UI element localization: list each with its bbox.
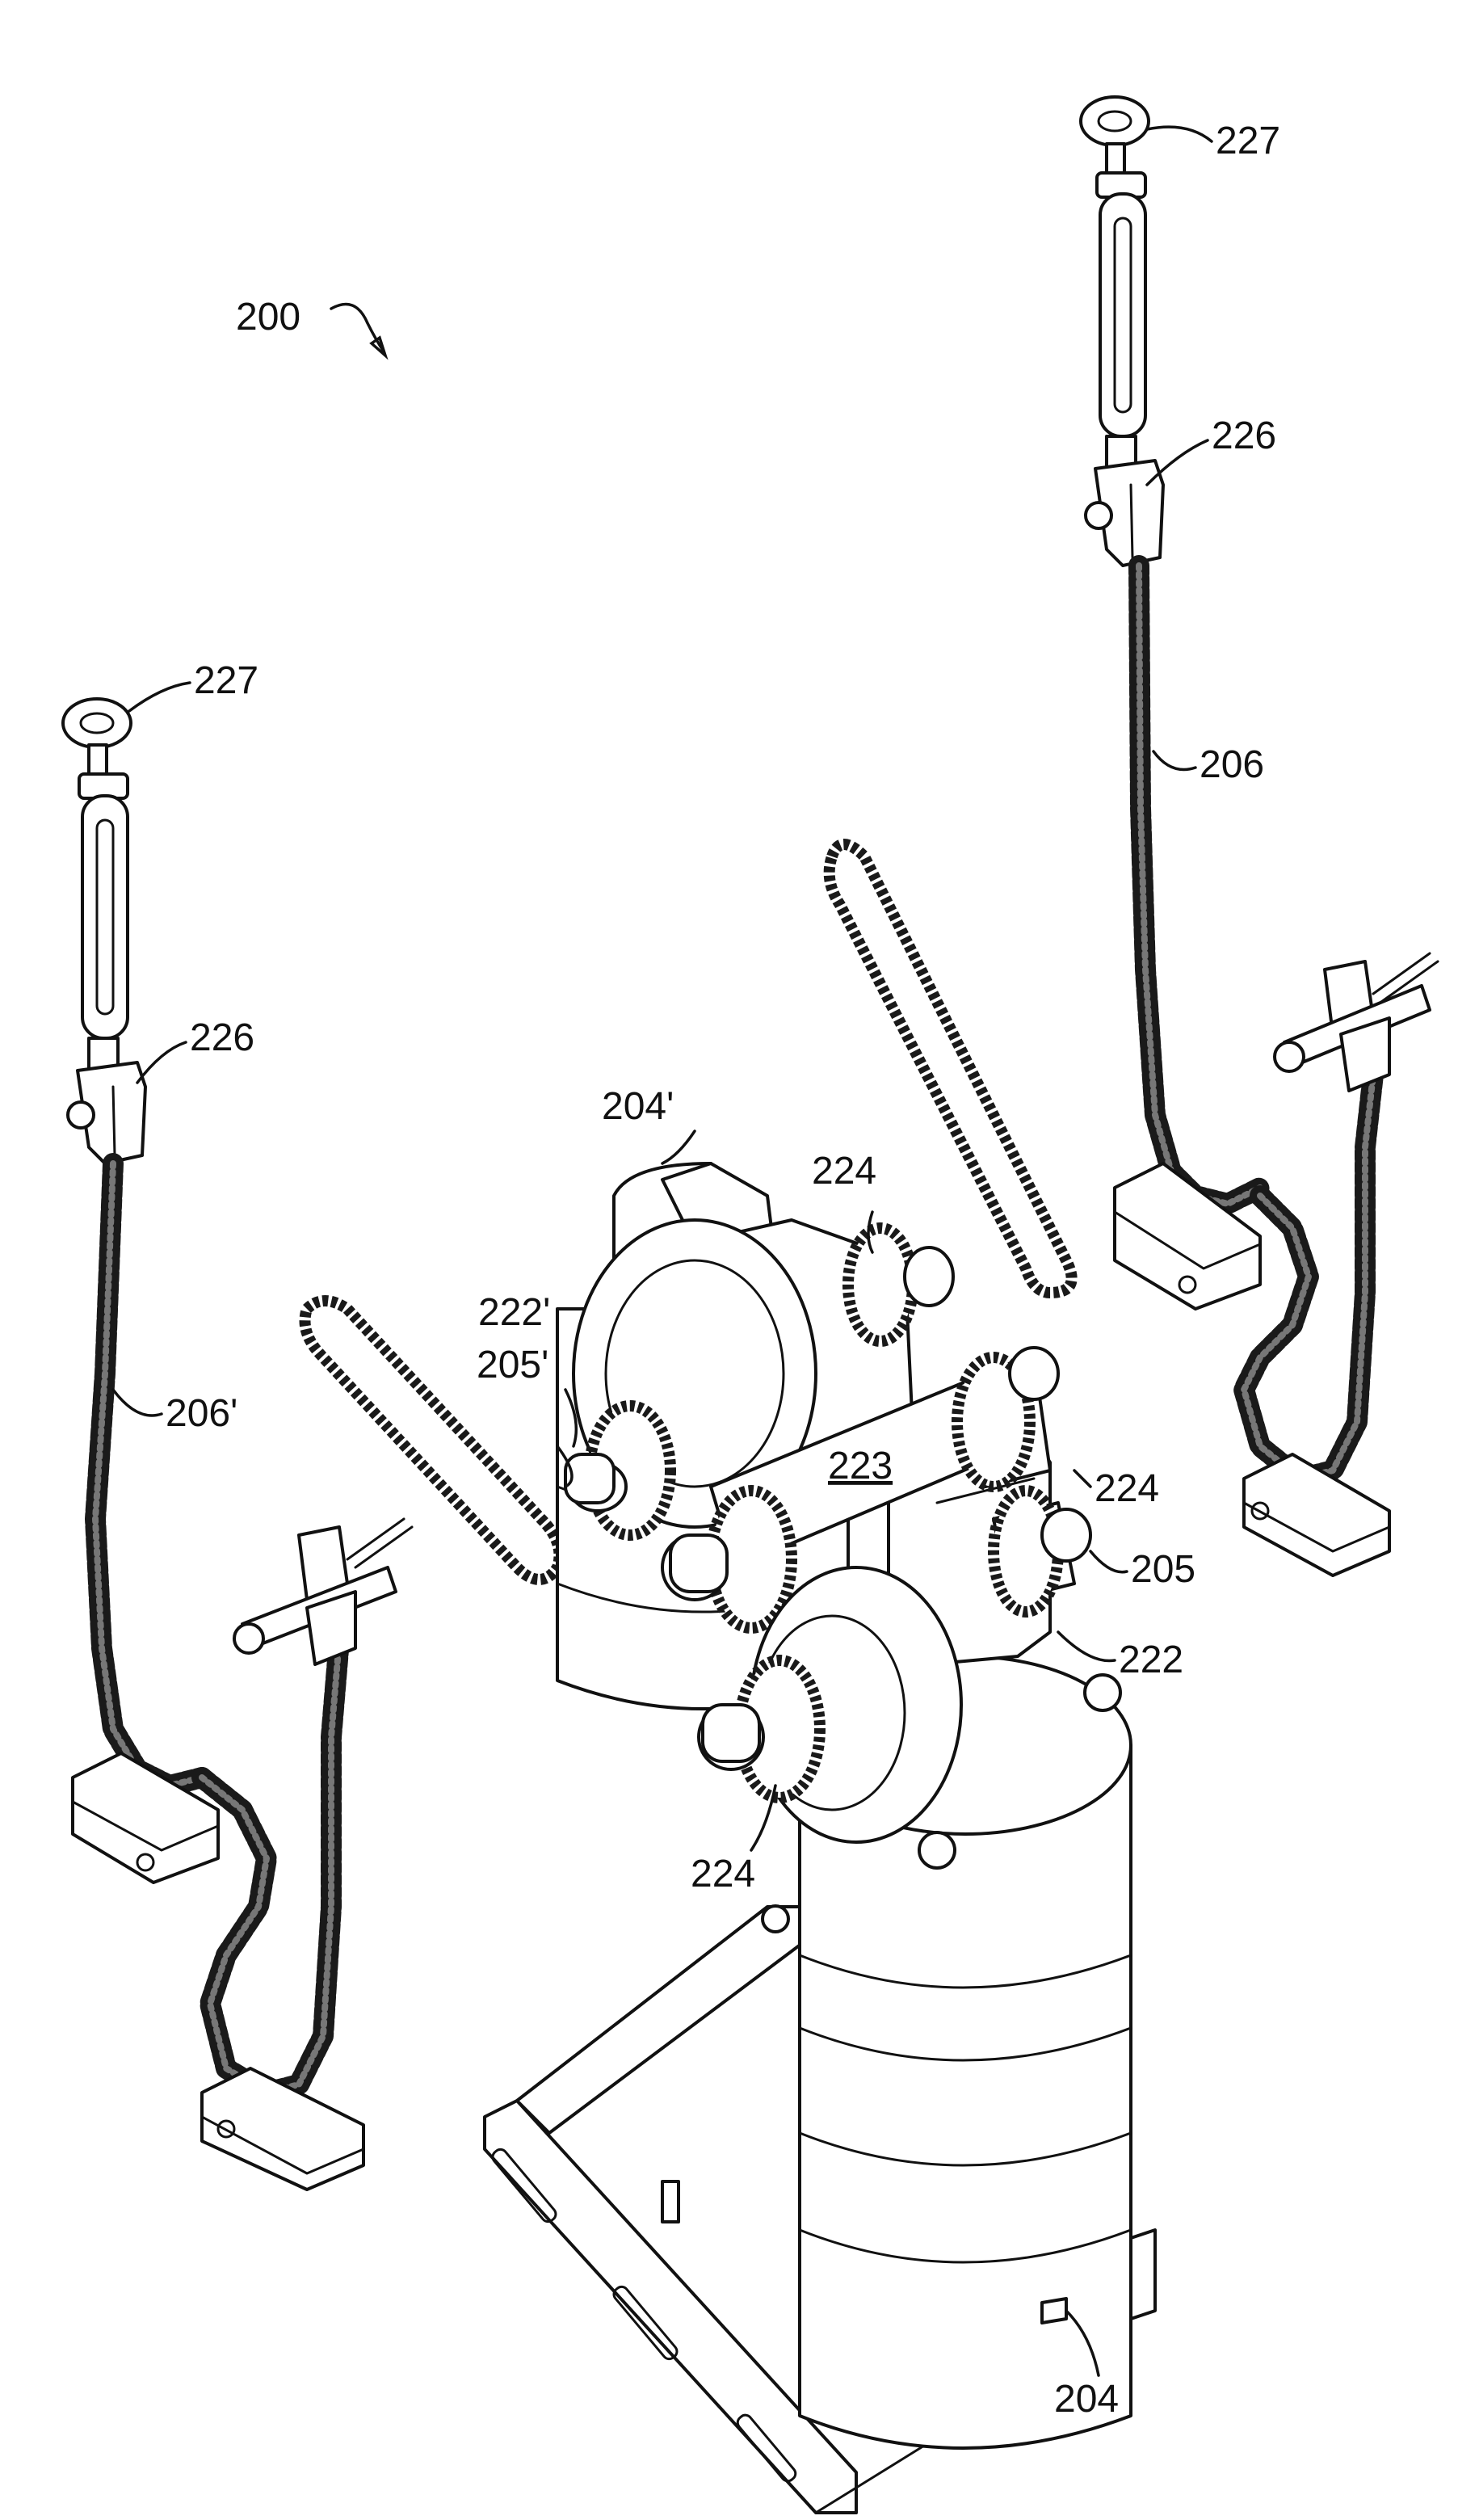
left-lower-chain [202,1640,339,2093]
label-206-right: 206 [1200,743,1264,786]
label-227-right: 227 [1216,120,1280,162]
central-machine [485,1163,1155,2513]
right-hoist-assembly [1081,97,1438,1576]
left-drive-belt [305,1301,560,1580]
label-224-bottom: 224 [691,1853,755,1895]
label-227-left: 227 [194,659,258,702]
label-222-prime: 222' [478,1291,550,1334]
label-226-right: 226 [1212,414,1276,457]
label-206-left: 206' [166,1392,237,1435]
left-eye-bolt [63,699,131,776]
left-clamp-lower [202,2068,363,2190]
label-205-prime: 205' [477,1344,548,1386]
right-shackle [1086,461,1163,566]
label-223: 223 [828,1445,893,1487]
right-turnbuckle [1097,173,1145,469]
right-drive-belt [830,844,1072,1293]
label-204-prime: 204' [602,1085,674,1128]
label-226-left: 226 [190,1016,254,1059]
left-shackle [68,1062,145,1163]
left-bolt-bracket [234,1519,412,1664]
label-200: 200 [236,296,300,339]
left-turnbuckle [79,774,128,1071]
top-sprocket [848,1228,953,1341]
right-eye-bolt [1081,97,1149,176]
label-224-top: 224 [812,1150,876,1193]
label-205: 205 [1131,1548,1195,1591]
label-222: 222 [1119,1639,1183,1681]
label-204: 204 [1054,2378,1119,2421]
label-224-right: 224 [1095,1467,1159,1510]
right-bolt-bracket [1275,953,1438,1091]
right-clamp-lower [1244,1454,1389,1576]
right-clamp-upper [1115,1163,1260,1309]
left-hoist-assembly [63,699,412,2190]
